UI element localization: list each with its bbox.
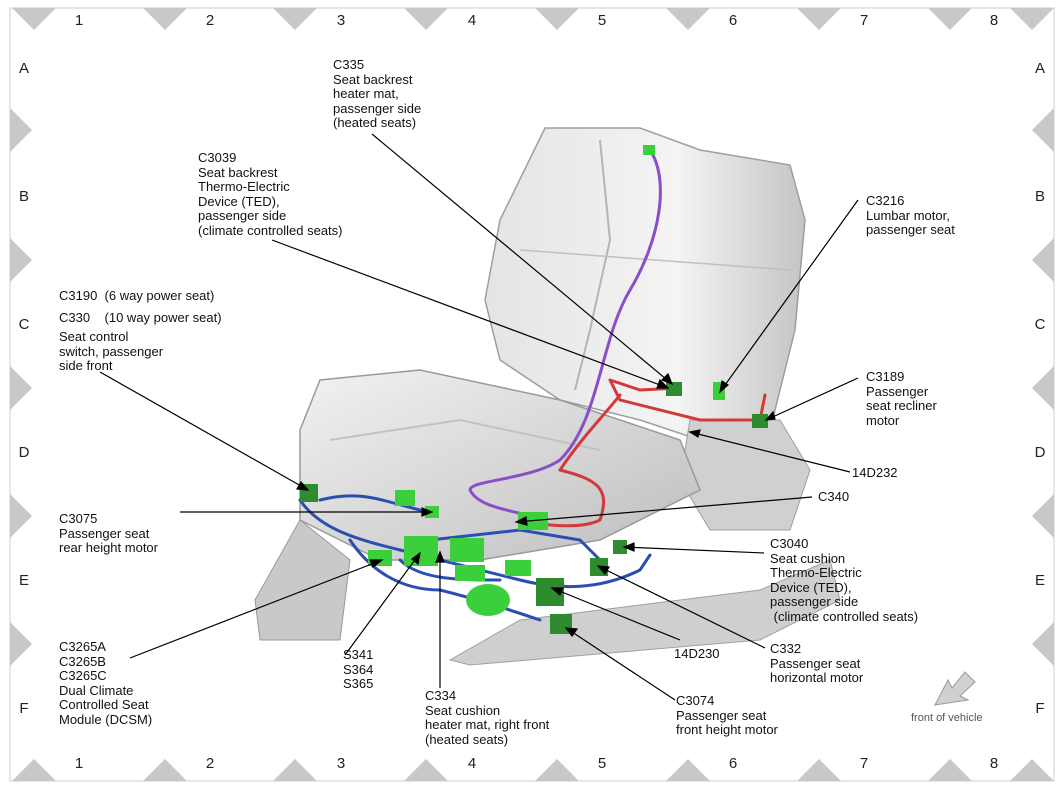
grid-row-f-left: F <box>19 700 29 717</box>
grid-col-5-bottom: 5 <box>597 755 607 772</box>
connector-c3040 <box>613 540 627 554</box>
grid-col-4-top: 4 <box>467 12 477 29</box>
label-seat-control-switch: Seat control switch, passenger side fron… <box>59 329 164 373</box>
grid-col-7-top: 7 <box>859 12 869 29</box>
grid-col-5-top: 5 <box>597 12 607 29</box>
connector-cluster <box>466 584 510 616</box>
label-c335: C335 Seat backrest heater mat, passenger… <box>333 57 422 130</box>
connector-c3039 <box>666 382 682 396</box>
connector-c335 <box>643 145 655 155</box>
grid-row-b-right: B <box>1034 188 1045 205</box>
label-c3216: C3216 Lumbar motor, passenger seat <box>866 193 955 237</box>
connectors <box>300 145 768 634</box>
grid-col-4-bottom: 4 <box>467 755 477 772</box>
grid-col-7-bottom: 7 <box>859 755 869 772</box>
grid-row-d-left: D <box>18 444 30 461</box>
label-14d232: 14D232 <box>852 465 898 480</box>
grid-row-e-left: E <box>18 572 29 589</box>
grid-col-1-bottom: 1 <box>74 755 84 772</box>
grid-col-1-top: 1 <box>74 12 84 29</box>
grid-col-2-top: 2 <box>205 12 215 29</box>
seat-backrest <box>484 127 806 441</box>
connector-c3189 <box>752 414 768 428</box>
grid-row-a-left: A <box>18 60 29 77</box>
label-c3074: C3074 Passenger seat front height motor <box>676 693 778 737</box>
label-c3265: C3265A C3265B C3265C Dual Climate Contro… <box>59 639 153 727</box>
connector-c334 <box>450 538 484 562</box>
front-of-vehicle-arrow-icon <box>934 671 976 706</box>
grid-row-e-right: E <box>1034 572 1045 589</box>
grid-col-6-bottom: 6 <box>728 755 738 772</box>
label-c3189: C3189 Passenger seat recliner motor <box>866 369 937 428</box>
border-diamonds <box>10 8 1054 781</box>
grid-row-f-right: F <box>1035 700 1045 717</box>
leader-lines <box>99 133 859 701</box>
label-front-of-vehicle: front of vehicle <box>911 712 983 724</box>
harness-red <box>518 378 767 528</box>
label-c334: C334 Seat cushion heater mat, right fron… <box>425 688 550 747</box>
harness-purple <box>468 148 662 522</box>
label-14d230: 14D230 <box>674 646 720 661</box>
grid-row-c-right: C <box>1034 316 1046 333</box>
grid-col-6-top: 6 <box>728 12 738 29</box>
label-c340: C340 <box>818 489 850 504</box>
label-c3190: C3190 (6 way power seat) <box>59 288 215 303</box>
grid-col-8-bottom: 8 <box>989 755 999 772</box>
label-c3039: C3039 Seat backrest Thermo-Electric Devi… <box>198 150 343 238</box>
label-splices: S341 S364 S365 <box>343 647 374 691</box>
grid-row-c-left: C <box>18 316 30 333</box>
label-c330: C330 (10 way power seat) <box>59 310 222 325</box>
label-c3040: C3040 Seat cushion Thermo-Electric Devic… <box>770 536 919 624</box>
connector-c3075 <box>395 490 415 506</box>
label-c3075: C3075 Passenger seat rear height motor <box>59 511 158 555</box>
grid-row-a-right: A <box>1034 60 1045 77</box>
grid-row-b-left: B <box>18 188 29 205</box>
grid-col-8-top: 8 <box>989 12 999 29</box>
connector-splices <box>404 536 438 566</box>
grid-col-3-bottom: 3 <box>336 755 346 772</box>
grid-row-d-right: D <box>1034 444 1046 461</box>
label-c332: C332 Passenger seat horizontal motor <box>770 641 864 685</box>
grid-col-2-bottom: 2 <box>205 755 215 772</box>
grid-col-3-top: 3 <box>336 12 346 29</box>
